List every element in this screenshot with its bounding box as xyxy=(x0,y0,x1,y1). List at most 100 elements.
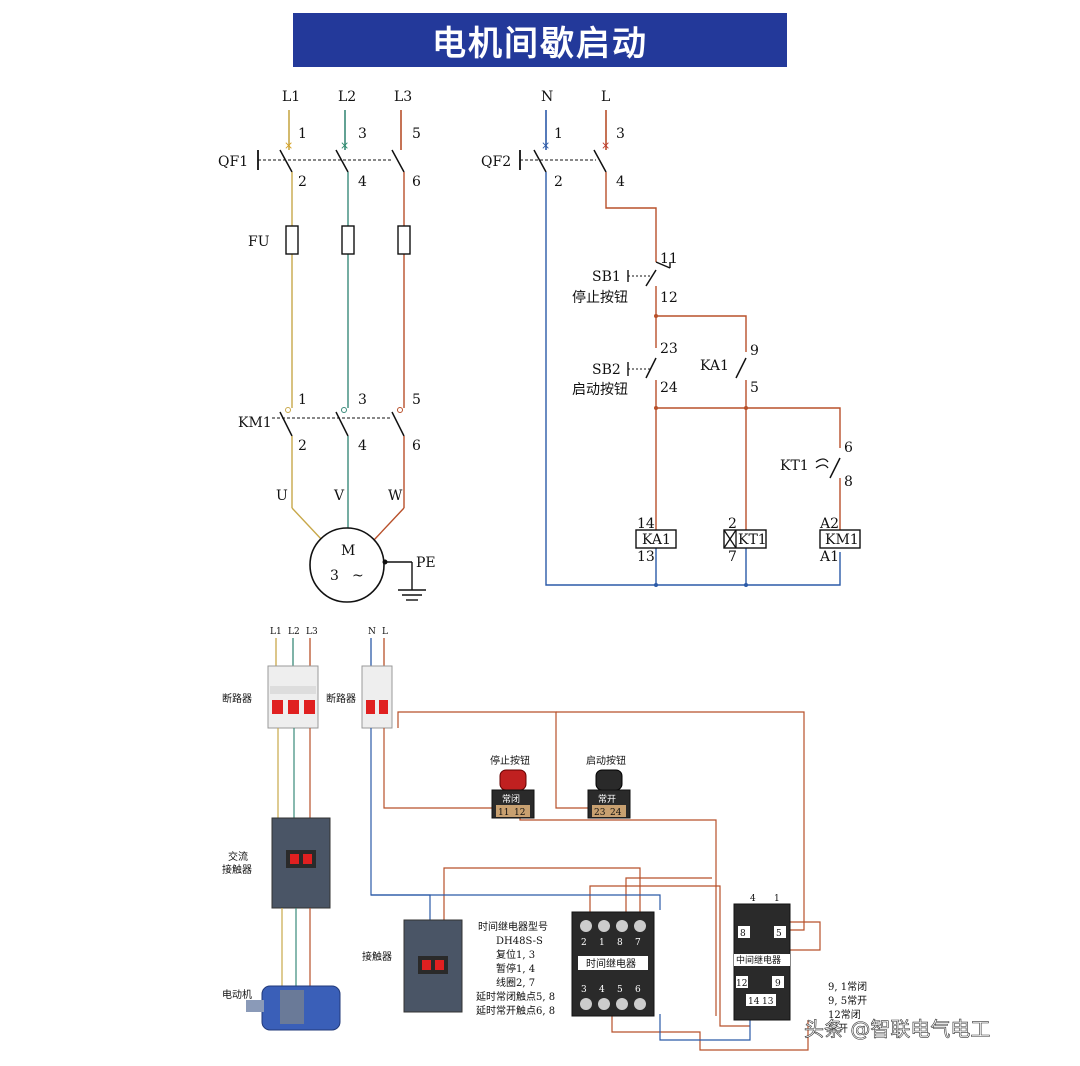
coil-kt1-label: KT1 xyxy=(738,532,767,548)
relay-bot-14: 14 xyxy=(748,997,760,1007)
phase-label-l3: L3 xyxy=(394,89,412,105)
qf2-out-4: 4 xyxy=(616,174,625,190)
main-circuit: L1 L2 L3 1 3 5 × × QF1 2 4 6 FU 1 3 5 xyxy=(218,89,436,603)
svg-text:×: × xyxy=(601,139,610,152)
timer-bot-3: 3 xyxy=(581,985,587,995)
relay-lower-9: 9 xyxy=(775,979,781,989)
svg-text:×: × xyxy=(541,139,550,152)
kt1-term-8: 8 xyxy=(844,474,853,490)
motor-label: 电动机 xyxy=(222,988,252,1001)
qf1-out-2: 2 xyxy=(298,174,307,190)
coil-km1-term-a1: A1 xyxy=(819,549,839,565)
relay-label: 中间继电器 xyxy=(736,954,781,966)
relay-mid-8: 8 xyxy=(740,929,746,939)
timer-bot-4: 4 xyxy=(599,985,605,995)
relay-mid-5: 5 xyxy=(776,929,782,939)
qf2-out-2: 2 xyxy=(554,174,563,190)
stop-term-12: 12 xyxy=(514,808,525,818)
start-term-23: 23 xyxy=(594,808,606,818)
timer-bot-5: 5 xyxy=(617,985,623,995)
coil-ka1-label: KA1 xyxy=(642,532,671,548)
wiring-n: N xyxy=(368,627,376,637)
ac-contactor-label-1: 交流 xyxy=(228,850,248,863)
start-button-label: 启动按钮 xyxy=(586,754,626,767)
phase-label-l2: L2 xyxy=(338,89,356,105)
coil-kt1-term-7: 7 xyxy=(728,549,737,565)
coil-ka1-term-13: 13 xyxy=(637,549,655,565)
timer-info-0: 时间继电器型号 xyxy=(478,920,548,933)
watermark: 头条 @智联电气电工 xyxy=(804,1017,990,1041)
breaker2-label: 断路器 xyxy=(326,692,356,705)
relay-note-3: 常开 xyxy=(828,1022,848,1035)
stop-nc-label: 常闭 xyxy=(502,793,520,805)
relay-top-1: 1 xyxy=(774,894,780,904)
qf2-label: QF2 xyxy=(481,154,511,170)
relay-note-0: 9, 1常闭 xyxy=(828,980,867,993)
timer-info-4: 线圈2, 7 xyxy=(496,976,535,989)
svg-text:×: × xyxy=(340,139,349,152)
relay-lower-12: 12 xyxy=(736,979,747,989)
timer-top-8: 8 xyxy=(617,938,623,948)
wiring-l3: L3 xyxy=(306,627,318,637)
sb1-name: 停止按钮 xyxy=(572,289,628,306)
fuse-l2 xyxy=(341,225,355,255)
coil-kt1 xyxy=(723,529,767,549)
qf1-term-5: 5 xyxy=(412,126,421,142)
breaker1-label: 断路器 xyxy=(222,692,252,705)
qf1-out-4: 4 xyxy=(358,174,367,190)
timer-info-3: 暂停1, 4 xyxy=(496,962,535,975)
kt1-term-6: 6 xyxy=(844,440,853,456)
coil-ka1 xyxy=(635,529,677,549)
stop-term-11: 11 xyxy=(498,808,509,818)
breaker-3p xyxy=(267,665,319,729)
motor-term-w: W xyxy=(388,488,403,504)
qf2-term-1: 1 xyxy=(554,126,563,142)
motor-term-v: V xyxy=(333,488,345,504)
ac-contactor-label-2: 接触器 xyxy=(222,863,252,876)
fuse-l3 xyxy=(397,225,411,255)
relay-top-4: 4 xyxy=(750,894,756,904)
motor-term-u: U xyxy=(276,488,288,504)
coil-km1-label: KM1 xyxy=(825,532,859,548)
sb2-label: SB2 xyxy=(592,362,621,378)
relay-note-1: 9, 5常开 xyxy=(828,994,867,1007)
fu-label: FU xyxy=(248,234,270,250)
wiring-diagram: L1 L2 L3 N L 断路器 断路器 交流 接触器 xyxy=(222,627,867,1051)
timer-top-2: 2 xyxy=(581,938,587,948)
control-l-label: L xyxy=(601,89,610,105)
ka1-term-5: 5 xyxy=(750,380,759,396)
qf1-term-1: 1 xyxy=(298,126,307,142)
motor-m: M xyxy=(341,543,355,559)
coil-ka1-term-14: 14 xyxy=(637,516,655,532)
contactor-label: 接触器 xyxy=(362,950,392,963)
control-n-label: N xyxy=(541,89,553,105)
relay-note-2: 12常闭 xyxy=(828,1008,861,1021)
motor-tilde: ~ xyxy=(352,568,364,584)
breaker-2p xyxy=(361,665,393,729)
start-no-label: 常开 xyxy=(598,793,616,805)
timer-top-7: 7 xyxy=(635,938,641,948)
coil-kt1-term-2: 2 xyxy=(728,516,737,532)
wiring-l: L xyxy=(382,627,388,637)
km1-out-2: 2 xyxy=(298,438,307,454)
page-title: 电机间歇启动 xyxy=(293,13,787,67)
sb1-term-11: 11 xyxy=(660,251,678,267)
timer-top-1: 1 xyxy=(599,938,605,948)
phase-label-l1: L1 xyxy=(282,89,300,105)
stop-button-label: 停止按钮 xyxy=(490,754,530,767)
timer-info-6: 延时常开触点6, 8 xyxy=(476,1004,555,1017)
wiring-l1: L1 xyxy=(270,627,282,637)
start-term-24: 24 xyxy=(610,808,622,818)
control-circuit: N L × × 1 3 QF2 2 4 11 SB1 停止按钮 12 xyxy=(481,89,861,587)
timer-info-5: 延时常闭触点5, 8 xyxy=(476,990,555,1003)
qf2-term-3: 3 xyxy=(616,126,625,142)
qf1-label: QF1 xyxy=(218,154,248,170)
timer-info-1: DH48S-S xyxy=(496,936,543,947)
km1-term-5: 5 xyxy=(412,392,421,408)
motor-3: 3 xyxy=(330,568,339,584)
km1-out-6: 6 xyxy=(412,438,421,454)
sb1-label: SB1 xyxy=(592,269,621,285)
fuse-l1 xyxy=(285,225,299,255)
sb2-term-24: 24 xyxy=(660,380,678,396)
